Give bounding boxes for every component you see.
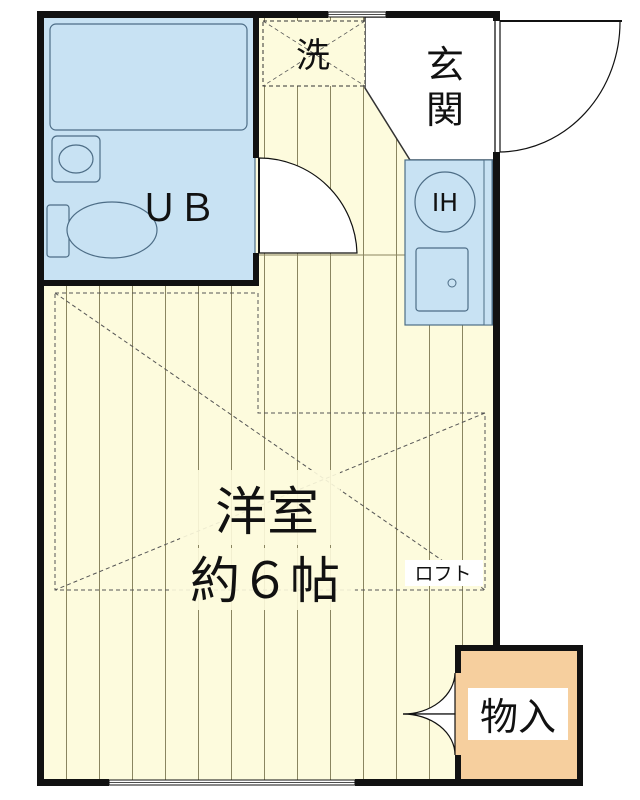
kitchen-counter: [404, 159, 494, 326]
bathroom-area: [42, 16, 256, 283]
ih-cooktop: [414, 171, 476, 233]
toilet: [46, 201, 158, 259]
storage-label: 物入: [480, 695, 556, 739]
bathroom-door: [258, 157, 358, 254]
bathroom-label: ＵＢ: [140, 186, 216, 230]
loft-label: ロフト: [414, 563, 471, 585]
western-room-label-line2: 約６帖: [190, 552, 340, 610]
entrance-door: [499, 20, 622, 153]
entrance-label-line1: 玄: [426, 43, 464, 87]
kitchen-sink: [415, 247, 469, 312]
bottom-window: [108, 779, 356, 786]
storage-door: [402, 672, 456, 756]
entrance-label-line2: 関: [426, 88, 464, 132]
walls: [37, 11, 583, 786]
top-window: [327, 11, 387, 18]
ih-label: IH: [432, 188, 458, 217]
washroom-label: 洗: [296, 36, 330, 76]
western-room-label-line1: 洋室: [215, 483, 319, 543]
bathtub: [49, 23, 248, 131]
washroom-area: [262, 20, 366, 87]
